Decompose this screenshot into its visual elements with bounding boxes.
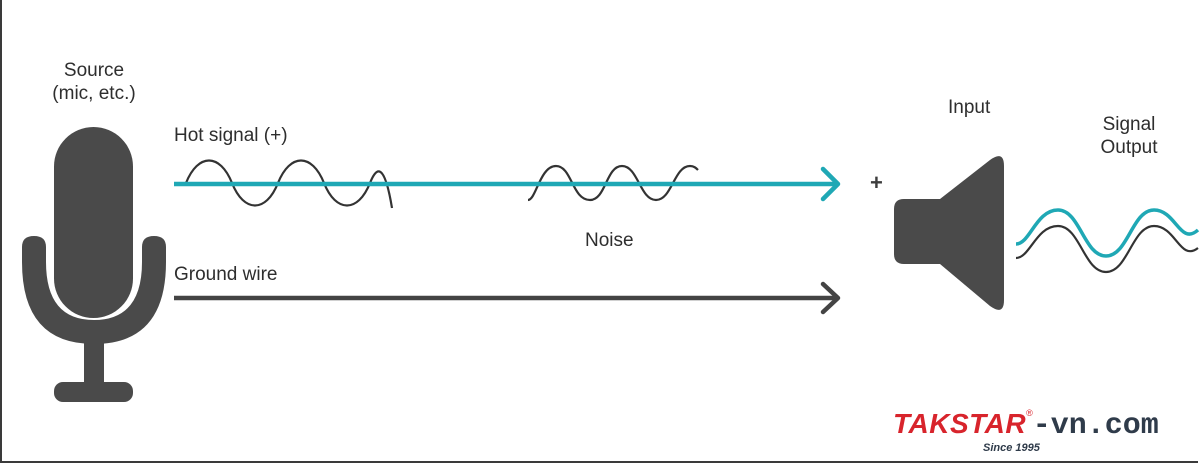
noise-waveform xyxy=(527,164,699,202)
output-signal-waveform xyxy=(1015,208,1200,258)
speaker-icon xyxy=(894,156,1004,310)
brand-registered-mark: ® xyxy=(1026,408,1033,418)
source-label-line1: Source xyxy=(63,60,125,81)
source-label: Source (mic, etc.) xyxy=(20,59,168,105)
source-label-line2: (mic, etc.) xyxy=(52,83,136,104)
signal-output-line2: Output xyxy=(1100,137,1158,158)
brand-name: TAKSTAR xyxy=(893,408,1027,439)
microphone-icon xyxy=(22,127,166,402)
plus-sign: + xyxy=(870,170,883,195)
noise-label: Noise xyxy=(585,230,634,251)
input-label: Input xyxy=(948,97,991,118)
ground-wire-label: Ground wire xyxy=(174,264,278,285)
brand-domain: -vn.com xyxy=(1032,409,1159,443)
signal-output-line1: Signal xyxy=(1102,114,1156,135)
ground-wire-arrow xyxy=(174,281,841,315)
arrow-right-icon xyxy=(820,166,841,202)
brand-watermark: TAKSTAR®-vn.com xyxy=(893,408,1159,443)
output-noise-waveform xyxy=(1015,224,1199,274)
brand-since: Since 1995 xyxy=(983,442,1040,454)
arrow-right-icon xyxy=(820,281,841,315)
signal-output-label: Signal Output xyxy=(1084,113,1174,159)
hot-signal-label: Hot signal (+) xyxy=(174,125,288,146)
hot-signal-arrow xyxy=(174,166,841,202)
